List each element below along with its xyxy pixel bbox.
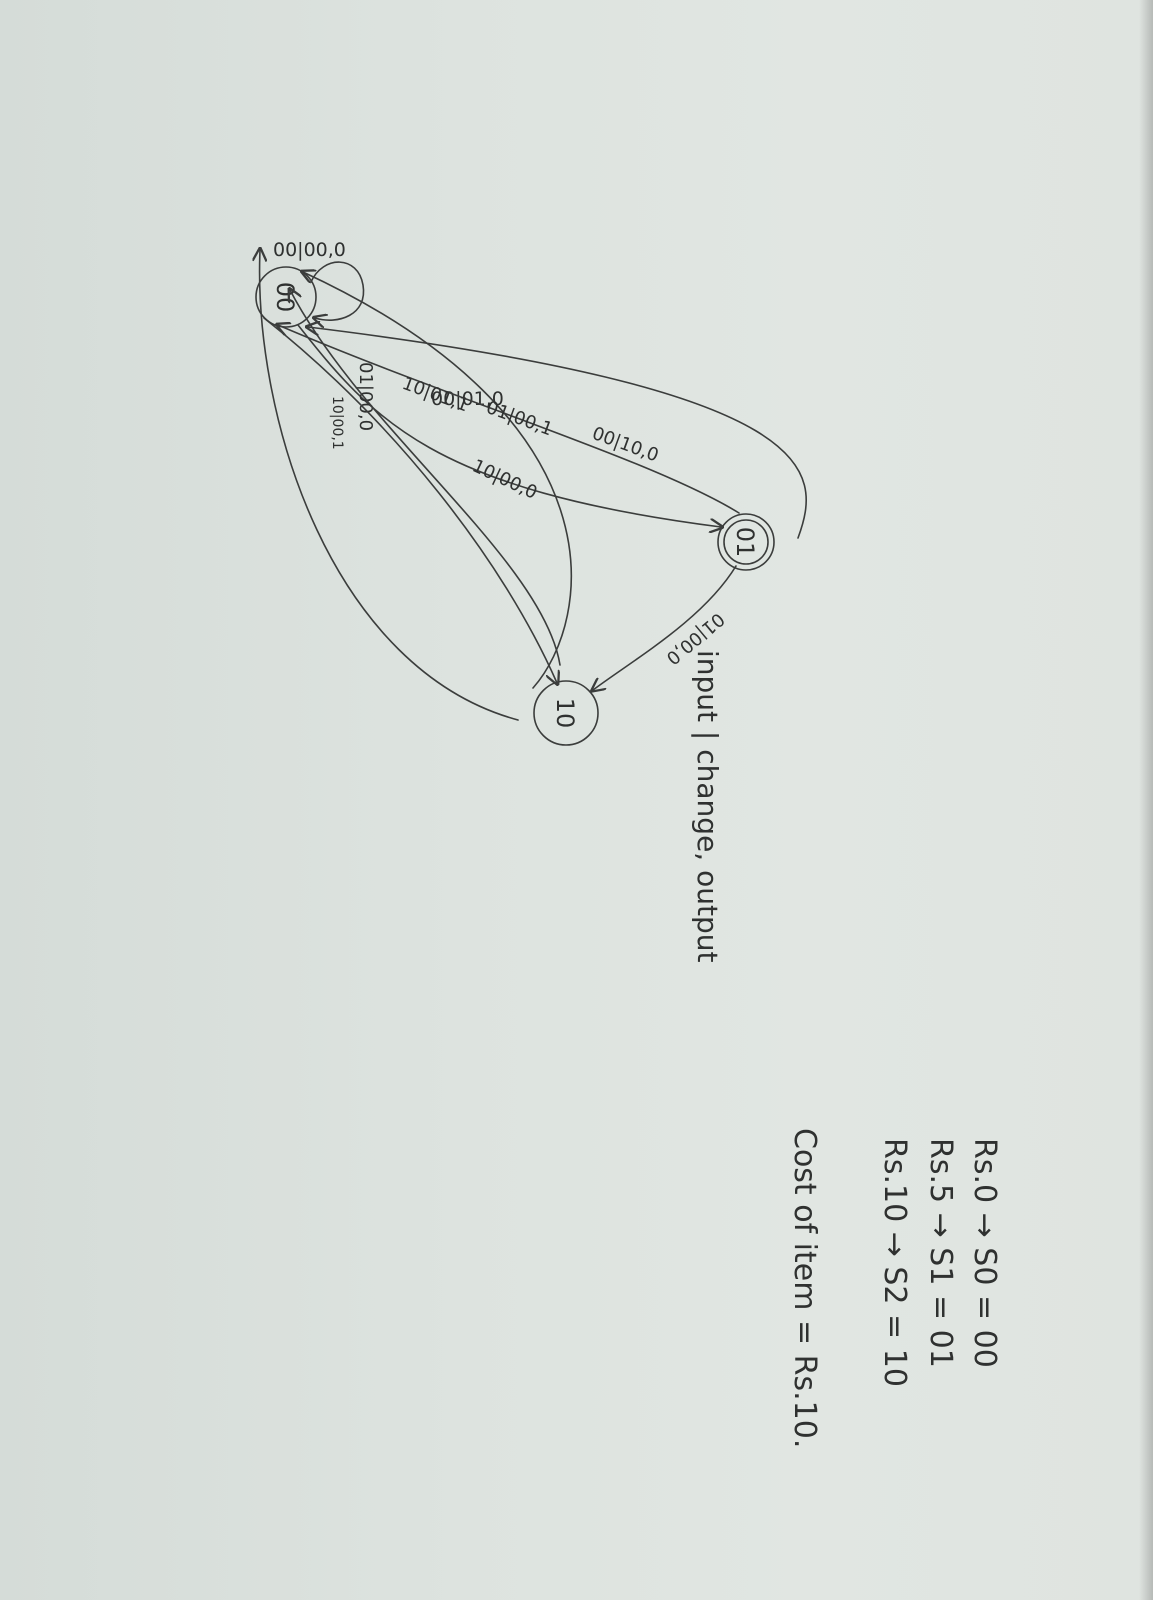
label-00-to-01: 01|00,0	[355, 362, 376, 431]
edge-01-to-10	[593, 565, 737, 690]
note-line-3: Rs.10 → S2 = 10	[877, 1138, 912, 1387]
edge-10-to-00-inner	[290, 290, 561, 666]
edge-00-to-10	[263, 317, 557, 683]
state-01-circle	[717, 513, 775, 571]
label-01-to-00-mid: 10|00,1	[329, 396, 345, 450]
state-10-label: 10	[551, 698, 579, 729]
state-10-circle	[533, 680, 599, 746]
label-self-loop-00: 00|00,0	[273, 239, 346, 261]
state-01-inner-circle	[723, 519, 769, 565]
paper-edge-shadow	[1139, 0, 1153, 1600]
note-cost: Cost of item = Rs.10.	[787, 1128, 822, 1448]
state-10: 10	[533, 680, 599, 746]
edge-00-to-01	[297, 324, 721, 527]
diagram-rotated-group: input | change, output 00 01 10 00|00,0 …	[256, 239, 1002, 1448]
diagram-heading: input | change, output	[691, 650, 724, 962]
state-01-label: 01	[731, 527, 759, 558]
edge-10-to-00-outer	[260, 250, 519, 721]
label-10-to-00-mid: 01|00,1	[483, 397, 555, 440]
note-line-2: Rs.5 → S1 = 01	[923, 1138, 958, 1368]
edge-10-to-00-mid	[303, 272, 573, 689]
note-line-1: Rs.0 → S0 = 00	[967, 1138, 1002, 1368]
label-00-to-10: 10|00,0	[469, 455, 540, 503]
state-00-label: 00	[271, 282, 299, 313]
edge-01-to-00-top	[308, 327, 807, 539]
edge-self-loop-00	[311, 261, 365, 320]
edge-01-to-00-mid	[278, 325, 740, 514]
state-01: 01	[717, 513, 775, 571]
notes-block: Rs.0 → S0 = 00 Rs.5 → S1 = 01 Rs.10 → S2…	[787, 1128, 1002, 1448]
